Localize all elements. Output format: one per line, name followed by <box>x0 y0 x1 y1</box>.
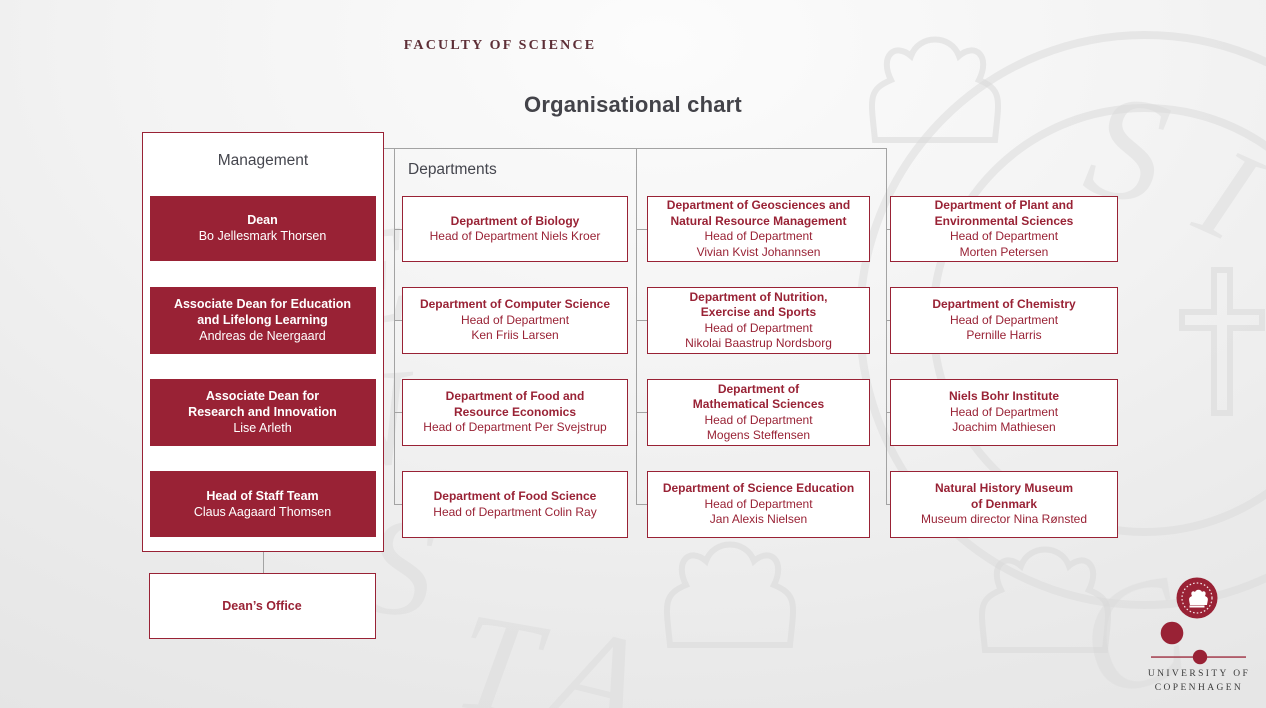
role-title: Head of Staff Team <box>206 488 319 503</box>
department-box-natural-history-museum: Natural History Museum of Denmark Museum… <box>890 471 1118 538</box>
connector-spine-2 <box>636 148 637 504</box>
connector-stub <box>394 229 403 230</box>
university-wordmark-line2: COPENHAGEN <box>1154 683 1244 693</box>
role-title: Associate Dean for Education and Lifelon… <box>173 297 352 327</box>
connector-deans-office <box>263 537 264 573</box>
department-head: Museum director Nina Rønsted <box>920 512 1088 527</box>
department-head: Head of Department Joachim Mathiesen <box>949 404 1059 435</box>
department-title: Department of Nutrition, Exercise and Sp… <box>689 289 828 320</box>
deans-office-box: Dean’s Office <box>148 573 376 639</box>
department-head: Head of Department Nikolai Baastrup Nord… <box>685 320 832 351</box>
department-box-geosciences: Department of Geosciences and Natural Re… <box>647 196 870 262</box>
department-title: Department of Geosciences and Natural Re… <box>666 198 851 228</box>
department-box-mathematical-sciences: Department of Mathematical Sciences Head… <box>647 379 870 446</box>
connector-stub <box>636 412 648 413</box>
management-box-associate-dean-research: Associate Dean for Research and Innovati… <box>149 378 376 446</box>
connector-top <box>384 148 887 149</box>
department-box-food-science: Department of Food Science Head of Depar… <box>402 471 628 538</box>
department-box-niels-bohr-institute: Niels Bohr Institute Head of Department … <box>890 379 1118 446</box>
department-box-nutrition-exercise-sports: Department of Nutrition, Exercise and Sp… <box>647 287 870 354</box>
person-name: Bo Jellesmark Thorsen <box>198 229 327 243</box>
management-box-dean: Dean Bo Jellesmark Thorsen <box>149 195 376 261</box>
department-title: Department of Science Education <box>662 481 855 496</box>
connector-stub <box>636 320 648 321</box>
department-head: Head of Department Per Svejstrup <box>423 420 607 435</box>
department-title: Niels Bohr Institute <box>948 389 1059 404</box>
department-title: Department of Biology <box>450 213 580 228</box>
department-box-biology: Department of Biology Head of Department… <box>402 196 628 262</box>
connector-spine-1 <box>394 148 395 504</box>
person-name: Andreas de Neergaard <box>199 329 326 343</box>
university-wordmark: UNIVERSITY OF COPENHAGEN <box>1138 667 1260 695</box>
page-title: Organisational chart <box>524 92 742 117</box>
person-name: Lise Arleth <box>233 421 292 435</box>
department-title: Department of Computer Science <box>419 297 611 312</box>
department-head: Head of Department Ken Friis Larsen <box>460 312 570 343</box>
department-box-plant-environmental: Department of Plant and Environmental Sc… <box>890 196 1118 262</box>
department-head: Head of Department Jan Alexis Nielsen <box>704 496 813 527</box>
connector-stub <box>636 504 648 505</box>
department-head: Head of Department Vivian Kvist Johannse… <box>696 229 821 259</box>
department-title: Department of Mathematical Sciences <box>692 381 825 412</box>
department-box-science-education: Department of Science Education Head of … <box>647 471 870 538</box>
department-title: Natural History Museum of Denmark <box>934 481 1074 511</box>
university-logo: UNIVERSITY OF COPENHAGEN <box>1138 572 1260 698</box>
connector-stub <box>394 504 403 505</box>
deans-office-label: Dean’s Office <box>222 599 302 613</box>
management-box-head-of-staff: Head of Staff Team Claus Aagaard Thomsen <box>149 470 376 537</box>
connector-stub <box>394 320 403 321</box>
department-head: Head of Department Pernille Harris <box>949 312 1059 343</box>
management-panel: Management Dean Bo Jellesmark Thorsen As… <box>142 132 384 552</box>
department-head: Head of Department Morten Petersen <box>949 229 1059 259</box>
management-box-associate-dean-education: Associate Dean for Education and Lifelon… <box>149 286 376 354</box>
department-box-food-resource-economics: Department of Food and Resource Economic… <box>402 379 628 446</box>
management-label: Management <box>217 152 309 169</box>
university-wordmark-line1: UNIVERSITY OF <box>1147 669 1251 679</box>
role-title: Dean <box>247 213 278 227</box>
person-name: Claus Aagaard Thomsen <box>193 504 332 519</box>
role-title: Associate Dean for Research and Innovati… <box>188 389 337 419</box>
department-box-computer-science: Department of Computer Science Head of D… <box>402 287 628 354</box>
connector-stub <box>394 412 403 413</box>
departments-label: Departments <box>408 161 497 178</box>
faculty-kicker: FACULTY OF SCIENCE <box>403 38 597 53</box>
department-head: Head of Department Mogens Steffensen <box>704 412 813 443</box>
department-head: Head of Department Niels Kroer <box>429 229 601 243</box>
department-box-chemistry: Department of Chemistry Head of Departme… <box>890 287 1118 354</box>
department-title: Department of Plant and Environmental Sc… <box>934 198 1074 228</box>
connector-stub <box>636 229 648 230</box>
connector-spine-3 <box>886 148 887 504</box>
department-head: Head of Department Colin Ray <box>433 504 597 519</box>
department-title: Department of Chemistry <box>932 297 1076 312</box>
department-title: Department of Food and Resource Economic… <box>445 389 585 419</box>
department-title: Department of Food Science <box>433 489 597 503</box>
